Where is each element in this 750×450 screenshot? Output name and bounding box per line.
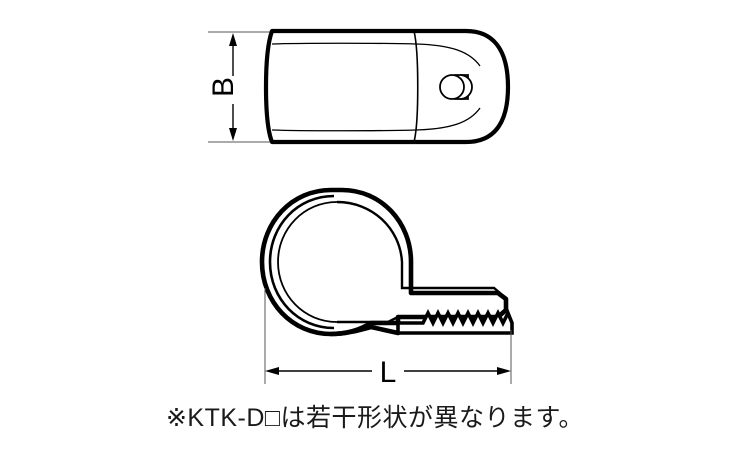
top-view-center-seam xyxy=(413,30,419,143)
b-arrow-top xyxy=(229,33,237,46)
clamp-inner-wall-line-2 xyxy=(277,201,338,323)
clamp-inner-wall-line xyxy=(268,194,335,330)
note-text: ※KTK-D□は若干形状が異なります。 xyxy=(165,404,585,432)
clamp-inner-arc-right xyxy=(336,200,404,290)
mounting-hole-circle xyxy=(439,74,465,100)
top-view-body-outline xyxy=(263,28,511,145)
top-view-lower-seam xyxy=(271,107,481,132)
clamp-strap-inner-line xyxy=(337,315,399,324)
l-arrow-left xyxy=(265,367,279,375)
side-view-group xyxy=(259,187,514,337)
dimension-label-b: B xyxy=(207,77,240,97)
b-arrow-bottom xyxy=(229,128,237,141)
clamp-strap-bottom-edge xyxy=(328,324,401,337)
clamp-tab-inner-line xyxy=(403,286,501,294)
l-arrow-right xyxy=(497,367,511,375)
l-dimension-group: L xyxy=(264,288,512,389)
top-view-upper-seam xyxy=(271,42,481,67)
ratchet-teeth-tail xyxy=(396,308,514,335)
top-view-group: B xyxy=(207,28,511,145)
dimension-label-l: L xyxy=(380,356,397,389)
